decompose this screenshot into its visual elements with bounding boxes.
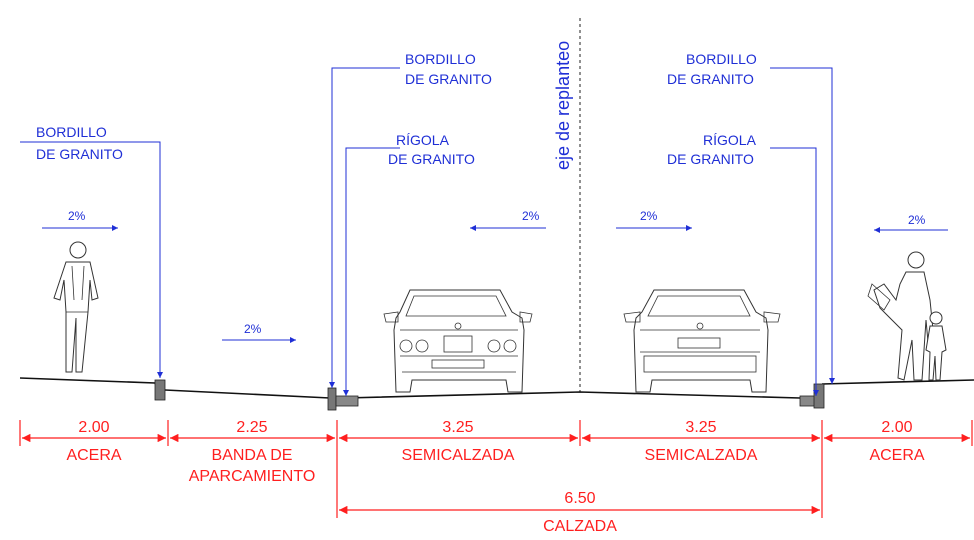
pedestrians-right-figure bbox=[867, 251, 947, 381]
curb-left bbox=[154, 379, 166, 401]
section-value-acera-left: 2.00 bbox=[78, 419, 109, 436]
callout-center-rigola-1: RÍGOLA bbox=[396, 132, 450, 148]
section-name-acera-left: ACERA bbox=[66, 447, 121, 464]
slope-parking: 2% bbox=[222, 322, 296, 343]
section-name-parking-2: APARCAMIENTO bbox=[189, 468, 316, 485]
total-name-calzada: CALZADA bbox=[543, 518, 617, 535]
leader-center-rigola bbox=[343, 147, 400, 396]
leader-right-curb bbox=[770, 67, 835, 384]
leader-left-curb bbox=[20, 141, 163, 378]
slope-left-sidewalk: 2% bbox=[42, 209, 118, 231]
callout-right-curb-2: DE GRANITO bbox=[667, 71, 754, 87]
leader-right-rigola bbox=[770, 147, 819, 396]
dimension-ticks bbox=[19, 420, 973, 518]
svg-text:2%: 2% bbox=[244, 322, 262, 336]
callout-center-rigola-2: DE GRANITO bbox=[388, 151, 475, 167]
axis-label: eje de replanteo bbox=[553, 41, 573, 170]
slope-right-sidewalk: 2% bbox=[874, 213, 948, 233]
section-name-lane-left: SEMICALZADA bbox=[402, 447, 515, 464]
car-front-figure bbox=[383, 289, 533, 393]
section-name-lane-right: SEMICALZADA bbox=[645, 447, 758, 464]
callout-left-curb-2: DE GRANITO bbox=[36, 146, 123, 162]
svg-text:2%: 2% bbox=[640, 209, 658, 223]
ground-profile bbox=[19, 377, 974, 411]
callout-center-curb-1: BORDILLO bbox=[405, 51, 476, 67]
section-name-parking-1: BANDA DE bbox=[212, 447, 293, 464]
slope-left-lane: 2% bbox=[470, 209, 546, 231]
total-value-calzada: 6.50 bbox=[564, 490, 595, 507]
curb-right bbox=[813, 383, 825, 409]
callout-right-rigola-2: DE GRANITO bbox=[667, 151, 754, 167]
callout-left-curb-1: BORDILLO bbox=[36, 124, 107, 140]
svg-text:2%: 2% bbox=[68, 209, 86, 223]
leader-center-curb bbox=[329, 67, 400, 388]
section-value-lane-left: 3.25 bbox=[442, 419, 473, 436]
slope-right-lane: 2% bbox=[616, 209, 692, 231]
section-value-acera-right: 2.00 bbox=[881, 419, 912, 436]
pedestrian-left-figure bbox=[53, 241, 99, 373]
section-value-lane-right: 3.25 bbox=[685, 419, 716, 436]
callout-right-rigola-1: RÍGOLA bbox=[703, 132, 757, 148]
section-value-parking: 2.25 bbox=[236, 419, 267, 436]
curb-center bbox=[327, 387, 337, 411]
rigola-center bbox=[335, 395, 359, 407]
callout-center-curb-2: DE GRANITO bbox=[405, 71, 492, 87]
callout-right-curb-1: BORDILLO bbox=[686, 51, 757, 67]
svg-text:2%: 2% bbox=[522, 209, 540, 223]
svg-text:2%: 2% bbox=[908, 213, 926, 227]
car-rear-figure bbox=[623, 289, 781, 393]
section-name-acera-right: ACERA bbox=[869, 447, 924, 464]
